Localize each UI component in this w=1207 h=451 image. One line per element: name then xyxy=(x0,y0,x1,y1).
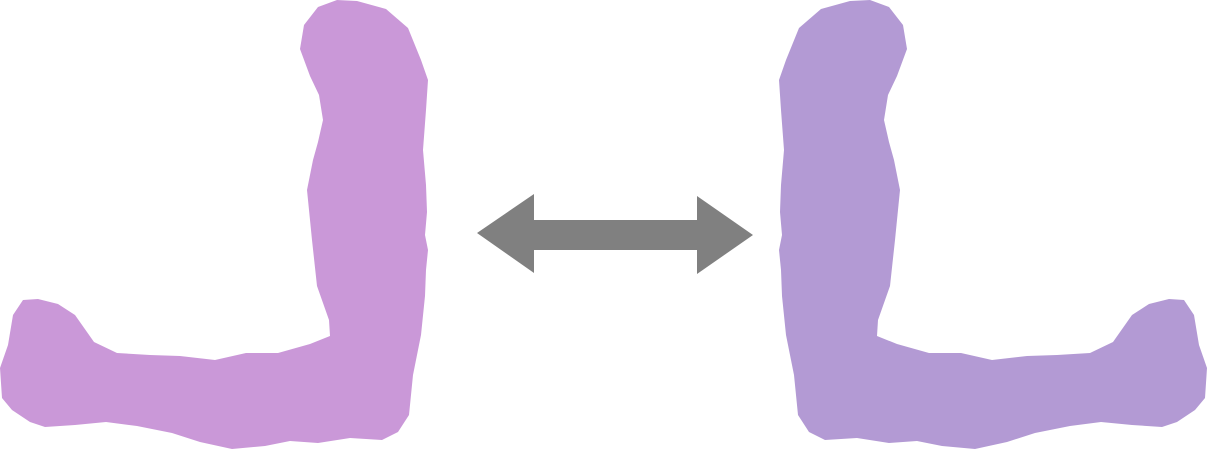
j-shape-icon xyxy=(0,0,428,449)
double-arrow-icon xyxy=(477,194,753,274)
l-shape-icon xyxy=(779,0,1207,449)
